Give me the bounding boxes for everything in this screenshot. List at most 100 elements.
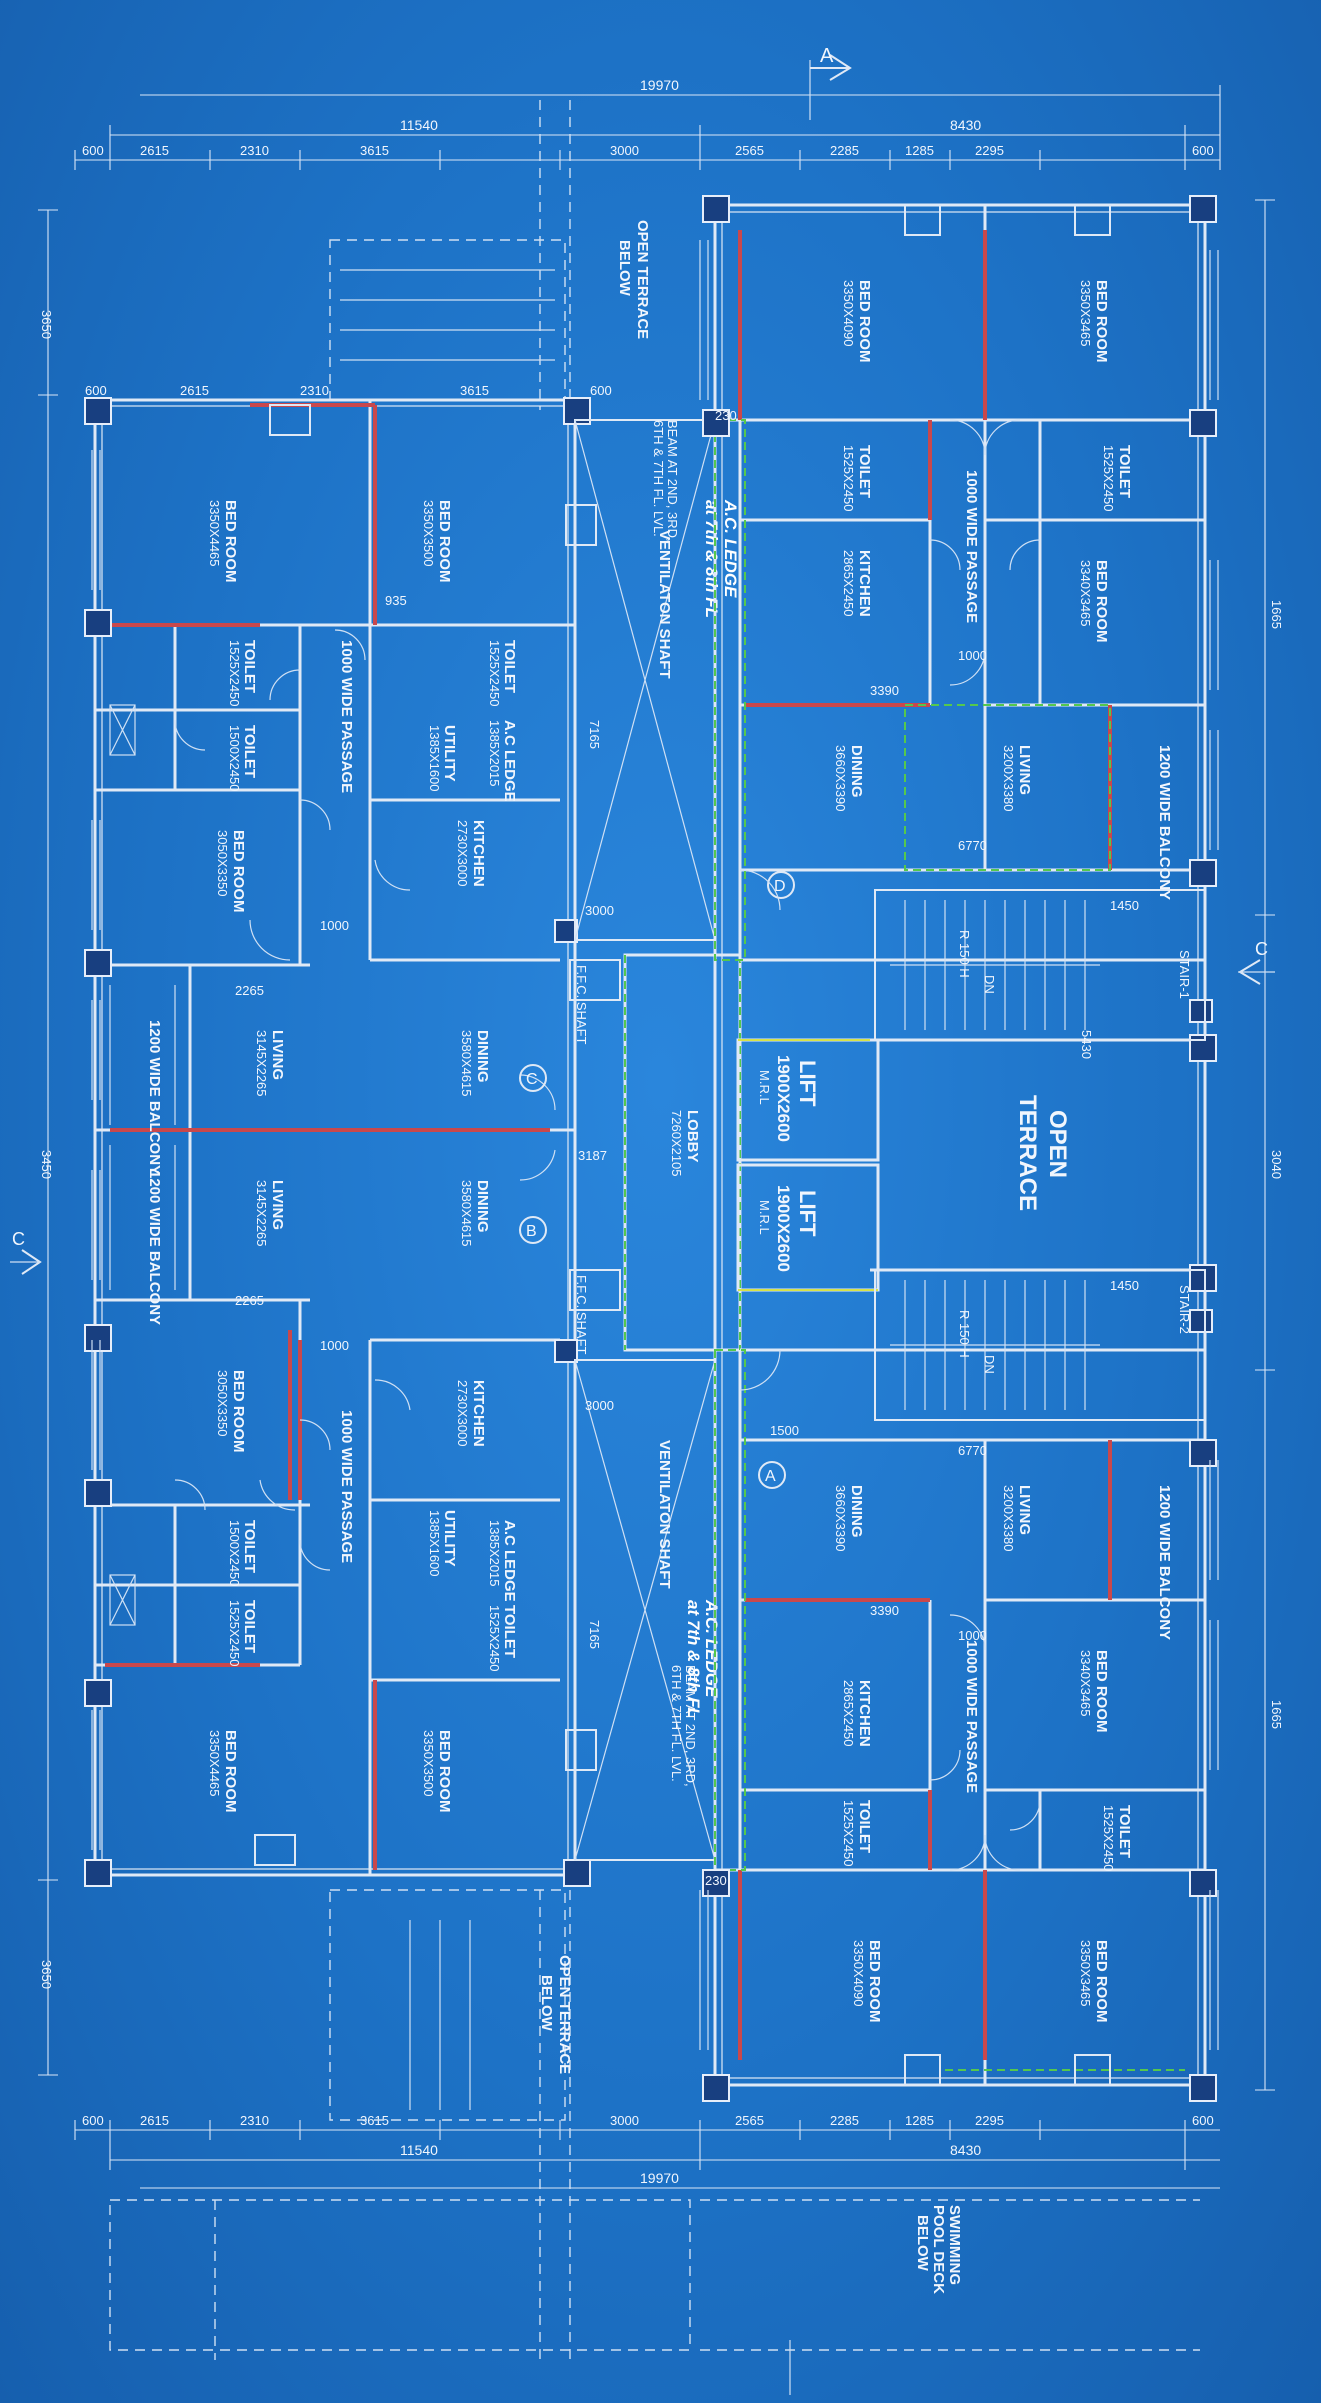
dim-seg: 2565 bbox=[735, 143, 764, 158]
room-label: 1200 WIDE BALCONY bbox=[146, 1170, 163, 1325]
room-dims: 1525X2450 bbox=[487, 640, 502, 707]
room-label: TOILET bbox=[241, 725, 258, 778]
beam-note: 6TH & 7TH FL. LVL. bbox=[669, 1665, 684, 1782]
room-dims: 2730X3000 bbox=[455, 820, 470, 887]
room-label: BED ROOM bbox=[222, 1730, 239, 1813]
room-label: DINING bbox=[848, 745, 865, 798]
dim-inline: 6770 bbox=[958, 838, 987, 853]
ac-ledge-handwritten: A.C. LEDGE bbox=[721, 499, 740, 598]
dim-overall-bottom: 19970 bbox=[640, 2170, 679, 2186]
room-label: LIVING bbox=[1016, 1485, 1033, 1535]
open-terrace-label: TERRACE bbox=[1014, 1095, 1041, 1211]
dim-inline: 1000 bbox=[320, 1338, 349, 1353]
dim-seg: 2285 bbox=[830, 2113, 859, 2128]
dim-seg: 2565 bbox=[735, 2113, 764, 2128]
room-label: TOILET bbox=[856, 445, 873, 498]
flat-marker-d bbox=[767, 871, 795, 899]
stair-2 bbox=[874, 1269, 1206, 1421]
stair-riser: R 150 H bbox=[957, 930, 972, 978]
fire-shaft-label: F.F.C. SHAFT bbox=[574, 1275, 589, 1355]
dim-half-bottom: 11540 bbox=[400, 2142, 438, 2158]
ac-ledge-handwritten: at 7th & 8th FL bbox=[684, 1600, 703, 1718]
dim-inline: 3187 bbox=[578, 1148, 607, 1163]
dim-seg: 2615 bbox=[140, 2113, 169, 2128]
dim-inline: 2310 bbox=[300, 383, 329, 398]
room-dims: 3350X3500 bbox=[421, 500, 436, 567]
ventilation-shaft-label: VENTILATON SHAFT bbox=[656, 530, 673, 679]
room-label: 1000 WIDE PASSAGE bbox=[338, 640, 355, 793]
room-label: TOILET bbox=[856, 1800, 873, 1853]
section-marker-left: C bbox=[10, 1229, 42, 1275]
flat-marker-c bbox=[519, 1064, 547, 1092]
dim-inline: 600 bbox=[590, 383, 612, 398]
lobby-label: LOBBY bbox=[684, 1110, 701, 1163]
inline-dimensions: 3390 6770 6770 3390 5430 3000 3000 7165 … bbox=[85, 383, 1139, 1888]
open-terrace-label: OPEN bbox=[1044, 1110, 1071, 1178]
left-block: BED ROOM 3350X4465 BED ROOM 3350X3500 TO… bbox=[84, 397, 597, 1887]
dim-seg: 600 bbox=[82, 143, 104, 158]
dim-seg: 2285 bbox=[830, 143, 859, 158]
room-dims: 3145X2265 bbox=[254, 1030, 269, 1097]
room-dims: 3350X4090 bbox=[841, 280, 856, 347]
dim-inline: 230 bbox=[705, 1873, 727, 1888]
open-terrace-label: OPEN TERRACE bbox=[556, 1955, 573, 2074]
room-label: BED ROOM bbox=[222, 500, 239, 583]
room-label: BED ROOM bbox=[230, 1370, 247, 1453]
room-dims: 1525X2450 bbox=[1101, 1805, 1116, 1872]
room-dims: 3580X4615 bbox=[459, 1180, 474, 1247]
room-dims: 3350X4090 bbox=[851, 1940, 866, 2007]
beam-note: BEAM AT 2ND, 3RD, bbox=[683, 1665, 698, 1787]
lobby-dims: 7260X2105 bbox=[669, 1110, 684, 1177]
room-label: 1200 WIDE BALCONY bbox=[1156, 1485, 1173, 1640]
dim-inline: 5430 bbox=[1079, 1030, 1094, 1059]
dim-right-bottom: 8430 bbox=[950, 2142, 981, 2158]
dim-inline: 230 bbox=[715, 408, 737, 423]
dim-vertical: 3650 bbox=[39, 310, 54, 339]
dimension-lines bbox=[38, 85, 1275, 2189]
dim-seg: 600 bbox=[1192, 2113, 1214, 2128]
dim-seg: 2295 bbox=[975, 2113, 1004, 2128]
room-label: TOILET bbox=[241, 1520, 258, 1573]
lift-dims: 1900X2600 bbox=[774, 1185, 793, 1272]
stair-label: STAIR-2 bbox=[1177, 1285, 1192, 1334]
open-terrace-label: BELOW bbox=[538, 1975, 555, 2032]
room-label: BED ROOM bbox=[866, 1940, 883, 2023]
pool-below-label: BELOW bbox=[914, 2215, 931, 2272]
flat-marker-label: B bbox=[526, 1223, 537, 1240]
room-label: DINING bbox=[848, 1485, 865, 1538]
flat-marker-label: A bbox=[765, 1468, 776, 1485]
ac-ledge-handwritten: A.C. LEDGE bbox=[702, 1599, 721, 1698]
room-dims: 1385X1600 bbox=[427, 725, 442, 792]
stair-dn: DN bbox=[982, 1355, 997, 1374]
dim-inline: 1450 bbox=[1110, 898, 1139, 913]
central-core: C B D A VENTILATON SHAFT VENTILATON SHAF… bbox=[519, 220, 880, 2074]
room-label: UTILITY bbox=[441, 725, 458, 782]
room-dims: 1385X2015 bbox=[487, 720, 502, 787]
lift-label: LIFT bbox=[795, 1060, 820, 1107]
room-label: 1000 WIDE PASSAGE bbox=[338, 1410, 355, 1563]
section-marker-top: A bbox=[809, 45, 852, 120]
dim-seg: 3000 bbox=[610, 2113, 639, 2128]
dim-seg: 2295 bbox=[975, 143, 1004, 158]
dim-half-top: 11540 bbox=[400, 117, 438, 133]
dim-inline: 3615 bbox=[460, 383, 489, 398]
right-block: BED ROOM 3350X4090 BED ROOM 3350X3465 TO… bbox=[699, 195, 1219, 2294]
room-label: TOILET bbox=[1116, 445, 1133, 498]
room-dims: 3340X3465 bbox=[1078, 1650, 1093, 1717]
room-label: 1200 WIDE BALCONY bbox=[146, 1020, 163, 1175]
swimming-label: SWIMMING bbox=[946, 2205, 963, 2285]
room-dims: 1385X2015 bbox=[487, 1520, 502, 1587]
mrl-label: M.R.L bbox=[757, 1200, 772, 1235]
flat-marker-label: D bbox=[774, 878, 786, 895]
room-dims: 3200X3380 bbox=[1001, 1485, 1016, 1552]
room-dims: 1500X2450 bbox=[227, 725, 242, 792]
stair-1 bbox=[874, 889, 1206, 1041]
dim-vertical: 1665 bbox=[1269, 1700, 1284, 1729]
room-dims: 2865X2450 bbox=[841, 550, 856, 617]
dim-inline: 7165 bbox=[587, 1620, 602, 1649]
open-terrace-label: BELOW bbox=[616, 240, 633, 297]
room-dims: 1525X2450 bbox=[227, 1600, 242, 1667]
room-label: BED ROOM bbox=[1093, 560, 1110, 643]
